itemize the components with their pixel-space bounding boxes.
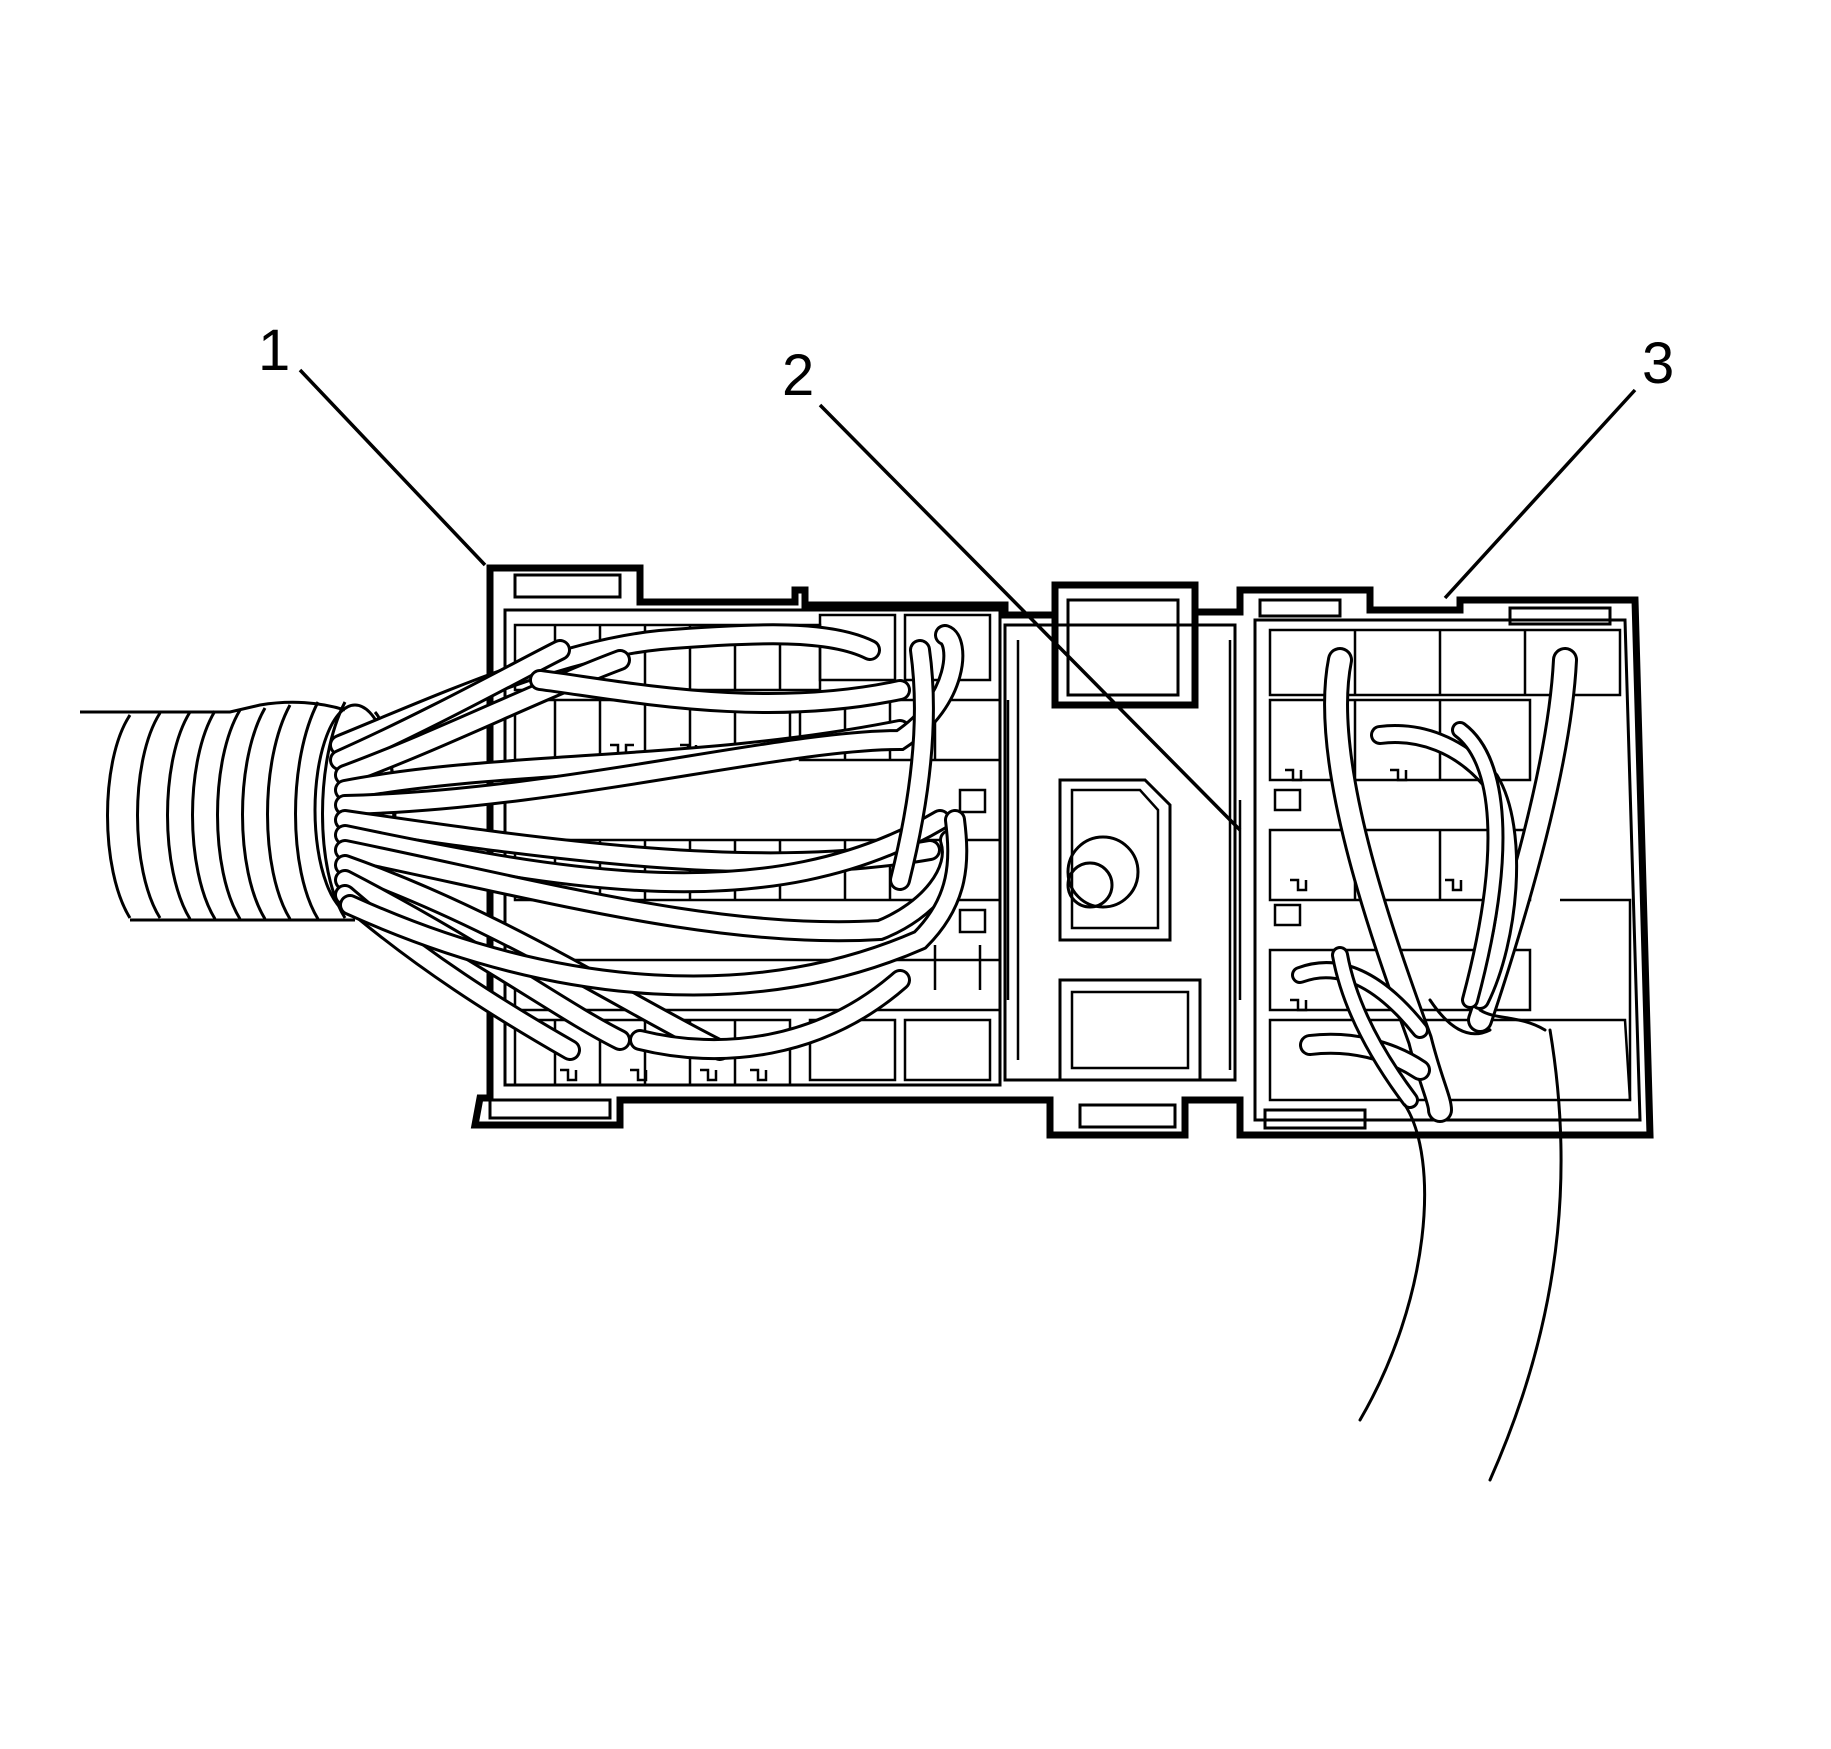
right-wire-bundle — [1291, 647, 1578, 1482]
leader-line-1 — [298, 368, 487, 567]
callout-2: 2 — [782, 343, 814, 408]
left-wire-bundle — [329, 623, 969, 1061]
callout-3: 3 — [1642, 331, 1674, 396]
leader-line-2 — [818, 403, 1242, 832]
callout-1: 1 — [258, 318, 290, 383]
leader-line-3 — [1443, 388, 1637, 600]
callout-labels: 1 2 3 — [258, 318, 1674, 408]
callout-leaders — [298, 368, 1637, 832]
right-cavity-grid — [1268, 628, 1632, 1102]
corrugated-conduit — [80, 700, 397, 922]
